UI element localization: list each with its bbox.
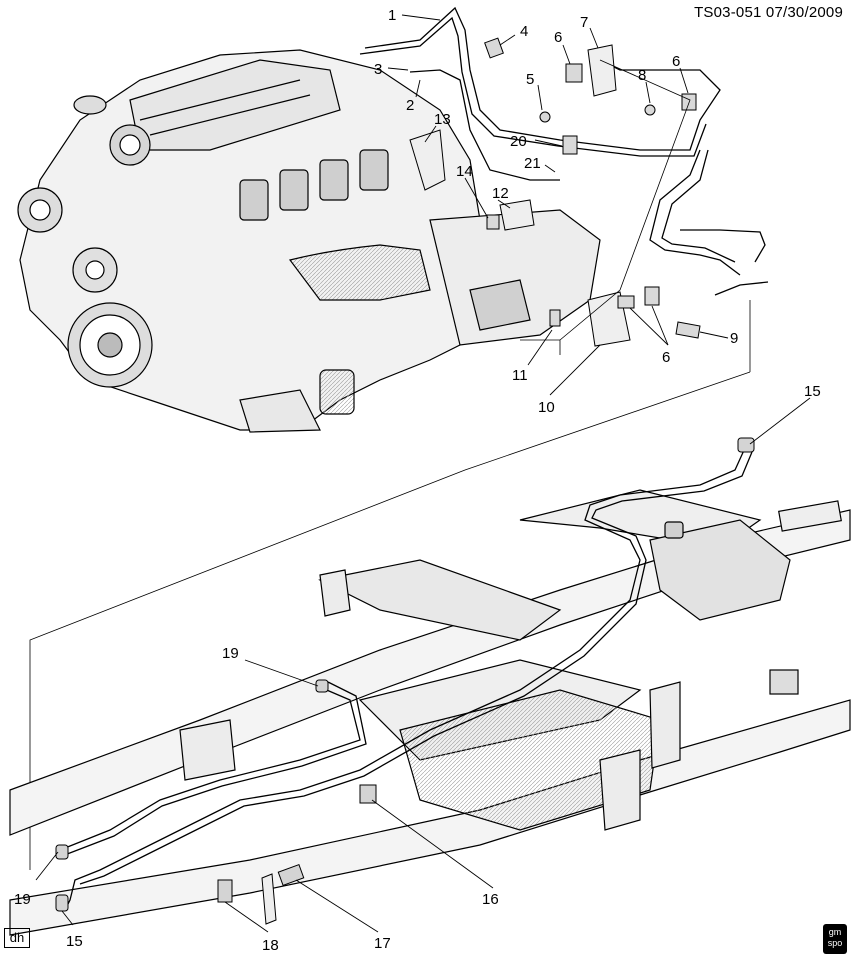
callout-1: 1 bbox=[388, 7, 396, 24]
callout-6b: 6 bbox=[672, 53, 680, 70]
gm-logo-line1: gm bbox=[828, 927, 842, 937]
diagram-date: 07/30/2009 bbox=[765, 4, 843, 21]
gm-logo-line2: spo bbox=[827, 938, 843, 948]
callout-17: 17 bbox=[374, 935, 391, 952]
callout-5: 5 bbox=[526, 71, 534, 88]
diagram-reference: TS03-051 07/30/2009 bbox=[694, 4, 843, 21]
callout-4: 4 bbox=[520, 23, 528, 40]
lower-fuel-lines bbox=[59, 447, 753, 911]
callout-3: 3 bbox=[374, 61, 382, 78]
exploded-view-guides bbox=[29, 59, 751, 870]
callout-8: 8 bbox=[638, 67, 646, 84]
lower-fittings bbox=[55, 437, 755, 925]
callout-2: 2 bbox=[406, 97, 414, 114]
callout-20: 20 bbox=[510, 133, 527, 150]
callout-15b: 15 bbox=[66, 933, 83, 950]
callout-19b: 19 bbox=[14, 891, 31, 908]
callout-9: 9 bbox=[730, 330, 738, 347]
callout-leaders bbox=[35, 14, 811, 933]
chassis-frame bbox=[9, 489, 851, 936]
callout-16: 16 bbox=[482, 891, 499, 908]
gm-spo-logo: gm spo bbox=[823, 924, 847, 954]
callout-labels: 1 2 3 4 5 6 7 8 6 20 21 13 14 12 11 10 6… bbox=[14, 7, 821, 954]
callout-12: 12 bbox=[492, 185, 509, 202]
callout-11: 11 bbox=[512, 367, 528, 384]
callout-6c: 6 bbox=[662, 349, 670, 366]
upper-fuel-lines bbox=[359, 6, 769, 296]
callout-13: 13 bbox=[434, 111, 451, 128]
callout-7: 7 bbox=[580, 14, 588, 31]
callout-6a: 6 bbox=[554, 29, 562, 46]
callout-18: 18 bbox=[262, 937, 279, 954]
callout-10: 10 bbox=[538, 399, 555, 416]
callout-21: 21 bbox=[524, 155, 541, 172]
callout-15a: 15 bbox=[804, 383, 821, 400]
illustrator-tag: dh bbox=[4, 928, 30, 948]
diagram-id: TS03-051 bbox=[694, 4, 762, 21]
callout-14: 14 bbox=[456, 163, 473, 180]
callout-19a: 19 bbox=[222, 645, 239, 662]
